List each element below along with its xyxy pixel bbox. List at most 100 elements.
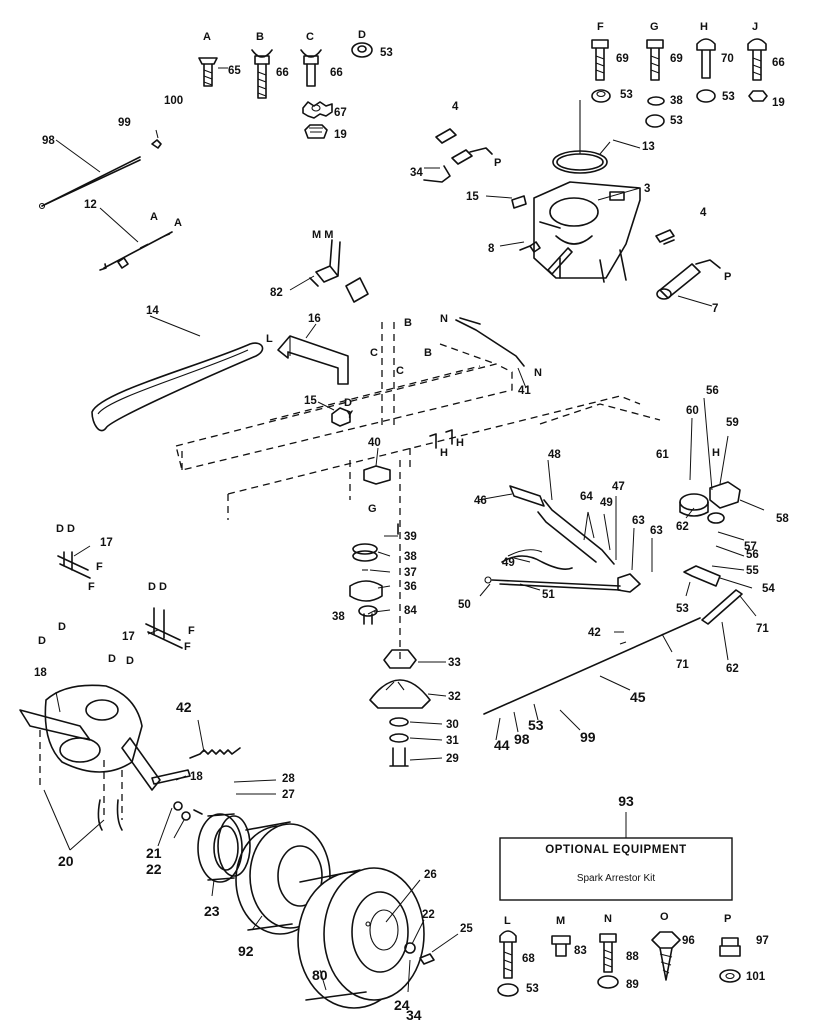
callout-Dl3: D (108, 653, 116, 665)
callout-59: 59 (726, 417, 739, 429)
bracket-16 (277, 335, 349, 385)
callout-48: 48 (548, 449, 561, 461)
callout-57: 57 (744, 541, 757, 553)
callout-53g: 53 (526, 983, 539, 995)
callout-66a: 66 (276, 67, 289, 79)
bolts-21-22 (173, 801, 203, 821)
callout-L: L (266, 333, 273, 345)
callout-68: 68 (522, 953, 535, 965)
callout-Fa: F (96, 561, 103, 573)
callout-21: 21 (146, 845, 162, 861)
rod-41 (455, 317, 525, 367)
callout-71a: 71 (756, 623, 769, 635)
callout-89: 89 (626, 979, 639, 991)
bolt-b (251, 49, 273, 99)
callout-38a: 38 (670, 95, 683, 107)
callout-19a: 19 (334, 129, 347, 141)
callout-61: 61 (656, 449, 669, 461)
callout-101: 101 (746, 971, 766, 983)
bolt-c (300, 49, 322, 87)
callout-15b: 15 (304, 395, 317, 407)
callout-C: C (306, 31, 314, 43)
wheel-hardware (365, 921, 435, 965)
callout-31: 31 (446, 735, 459, 747)
callout-DD1: D D (56, 523, 75, 535)
bracket-40 (363, 465, 391, 485)
callout-53f: 53 (528, 717, 544, 733)
callout-7: 7 (712, 303, 718, 315)
callout-B: B (256, 31, 264, 43)
lever-48 (509, 485, 615, 565)
callout-99a: 99 (118, 117, 131, 129)
optional-equipment-box: 93 OPTIONAL EQUIPMENT Spark Arrestor Kit (499, 793, 733, 901)
crank-7 (655, 229, 721, 300)
callout-Dl2: D (58, 621, 66, 633)
callout-49a: 49 (600, 497, 613, 509)
spindle-stack (349, 523, 431, 767)
callout-63b: 63 (650, 525, 663, 537)
callout-71b: 71 (676, 659, 689, 671)
callout-15a: 15 (466, 191, 479, 203)
nut-d (351, 42, 373, 58)
callout-83: 83 (574, 945, 587, 957)
cable-98 (38, 129, 162, 210)
callout-33: 33 (448, 657, 461, 669)
callout-A12b: A (174, 217, 182, 229)
callout-64: 64 (580, 491, 593, 503)
callout-56a: 56 (706, 385, 719, 397)
spring-49 (501, 549, 573, 570)
callout-Dl4: D (126, 655, 134, 667)
callout-18b: 18 (190, 771, 203, 783)
callout-Cf2: C (396, 365, 404, 377)
optional-equipment-item: Spark Arrestor Kit (577, 873, 656, 884)
bolt-n (597, 933, 619, 989)
transaxle-20 (19, 684, 161, 831)
callout-32: 32 (448, 691, 461, 703)
callout-84: 84 (404, 605, 417, 617)
callout-50: 50 (458, 599, 471, 611)
callout-Bf2: B (424, 347, 432, 359)
callout-16: 16 (308, 313, 321, 325)
fasteners-17b (145, 607, 183, 649)
callout-53d: 53 (722, 91, 735, 103)
callout-51: 51 (542, 589, 555, 601)
callout-97: 97 (756, 935, 769, 947)
callout-J: J (752, 21, 758, 33)
callout-80: 80 (312, 967, 328, 983)
callout-Na: N (440, 313, 448, 325)
bolt-h (696, 38, 716, 103)
callout-99b: 99 (580, 729, 596, 745)
callout-88: 88 (626, 951, 639, 963)
bracket-54 (683, 565, 743, 625)
callout-Pb: P (724, 271, 731, 283)
callout-Cf1: C (370, 347, 378, 359)
bolt-g (645, 39, 665, 128)
callout-23: 23 (204, 903, 220, 919)
pin-18 (151, 769, 191, 785)
dashed-lines-cb (381, 322, 401, 660)
callout-A12a: A (150, 211, 158, 223)
callout-36: 36 (404, 581, 417, 593)
screw-o (651, 931, 681, 981)
bolt-l (497, 930, 519, 997)
callout-Lb: L (504, 915, 511, 927)
callout-Hc: H (712, 447, 720, 459)
pulley-23 (197, 813, 251, 883)
callout-40: 40 (368, 437, 381, 449)
callout-54: 54 (762, 583, 775, 595)
callout-Pa: P (494, 157, 501, 169)
engine-3 (511, 100, 641, 283)
callout-63a: 63 (632, 515, 645, 527)
callout-41: 41 (518, 385, 531, 397)
callout-24: 24 (394, 997, 410, 1013)
callout-22a: 22 (146, 861, 162, 877)
callout-Nc: N (604, 913, 612, 925)
callout-65: 65 (228, 65, 241, 77)
callout-Yf: Y (346, 409, 354, 421)
callout-A: A (203, 31, 211, 43)
callout-47: 47 (612, 481, 625, 493)
bolt-a (198, 57, 218, 87)
callout-53c: 53 (670, 115, 683, 127)
